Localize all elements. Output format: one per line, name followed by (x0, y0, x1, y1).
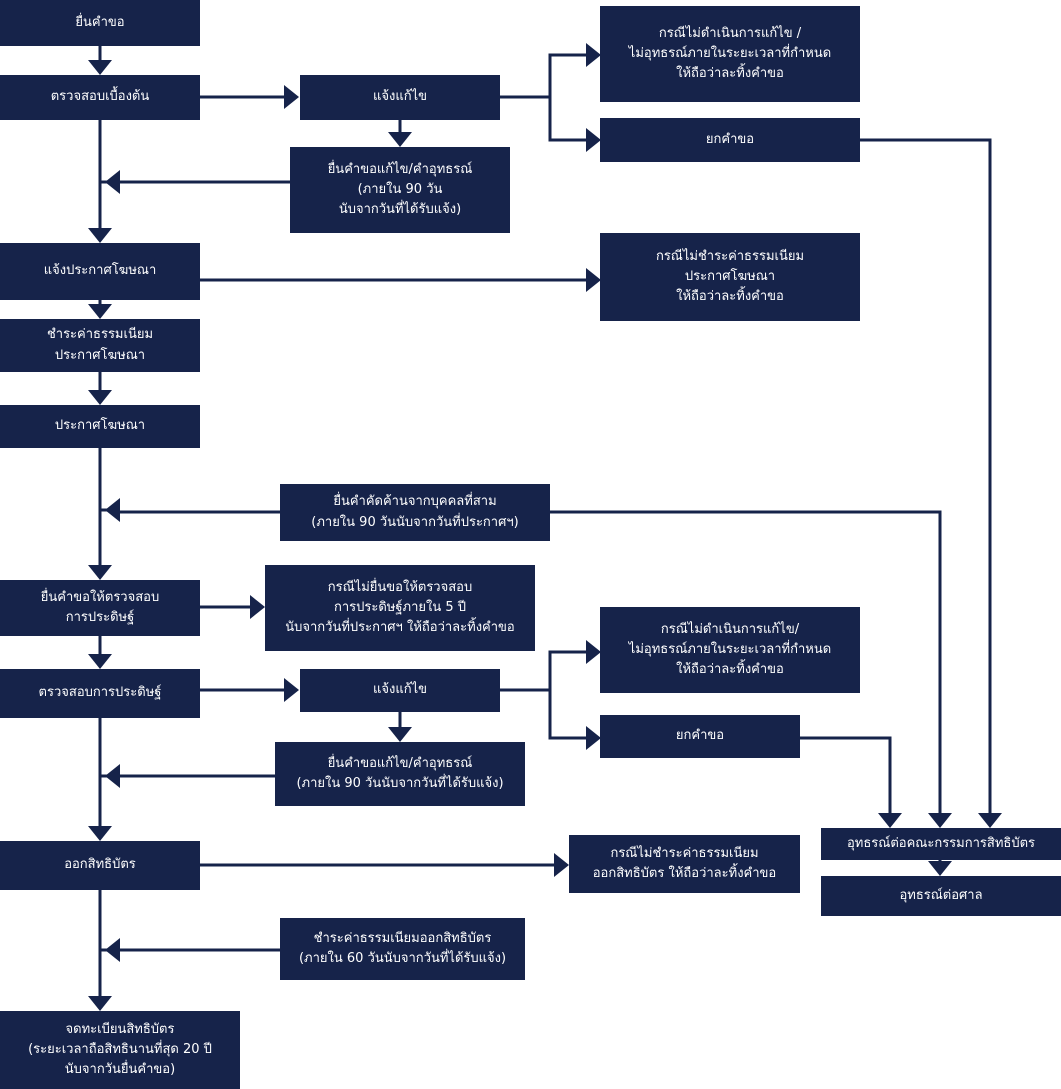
box-line: ชำระค่าธรรมเนียม (46, 327, 154, 343)
box-line: (ภายใน 90 วันนับจากวันที่ประกาศฯ) (311, 514, 519, 530)
box-line: แจ้งแก้ไข (372, 682, 428, 698)
box-line: ยื่นคำขอ (75, 14, 125, 30)
submit-correction-appeal-box-2: ยื่นคำขอแก้ไข/คำอุทธรณ์ (ภายใน 90 วันนับ… (275, 742, 525, 806)
abandon-no-examination-request-box: กรณีไม่ยื่นขอให้ตรวจสอบ การประดิษฐ์ภายใน… (265, 565, 535, 651)
box-line: กรณีไม่ดำเนินการแก้ไข / (658, 25, 802, 41)
box-line: ยกคำขอ (705, 131, 755, 147)
box-line: อุทธรณ์ต่อศาล (899, 887, 983, 903)
abandon-no-correction-box-2: กรณีไม่ดำเนินการแก้ไข/ ไม่อุทธรณ์ภายในระ… (600, 607, 860, 693)
box-line: ไม่อุทธรณ์ภายในระยะเวลาที่กำหนด (628, 641, 832, 657)
box-line: ประกาศโฆษณา (54, 418, 146, 434)
box-line: ประกาศโฆษณา (684, 268, 776, 284)
pay-grant-fee-box: ชำระค่าธรรมเนียมออกสิทธิบัตร (ภายใน 60 ว… (280, 918, 525, 980)
pay-publication-fee-box: ชำระค่าธรรมเนียม ประกาศโฆษณา (0, 319, 200, 372)
reject-application-box-2: ยกคำขอ (600, 715, 800, 758)
box-line: ยื่นคำขอให้ตรวจสอบ (40, 589, 160, 605)
box-line: แจ้งแก้ไข (372, 89, 428, 105)
box-line: กรณีไม่ชำระค่าธรรมเนียม (655, 248, 805, 264)
abandon-no-correction-box-1: กรณีไม่ดำเนินการแก้ไข / ไม่อุทธรณ์ภายในร… (600, 6, 860, 102)
box-line: จดทะเบียนสิทธิบัตร (65, 1021, 175, 1037)
box-line: ไม่อุทธรณ์ภายในระยะเวลาที่กำหนด (628, 45, 832, 61)
box-line: กรณีไม่ดำเนินการแก้ไข/ (660, 621, 800, 637)
box-line: อุทธรณ์ต่อคณะกรรมการสิทธิบัตร (846, 835, 1036, 851)
box-line: ให้ถือว่าละทิ้งคำขอ (676, 289, 784, 305)
box-line: นับจากวันที่ประกาศฯ ให้ถือว่าละทิ้งคำขอ (285, 620, 515, 636)
box-line: ยื่นคำคัดค้านจากบุคคลที่สาม (333, 494, 497, 510)
box-line: ประกาศโฆษณา (54, 347, 146, 363)
submit-correction-appeal-box-1: ยื่นคำขอแก้ไข/คำอุทธรณ์ (ภายใน 90 วัน นั… (290, 147, 510, 233)
notify-correction-box-1: แจ้งแก้ไข (300, 75, 500, 120)
abandon-no-publication-fee-box: กรณีไม่ชำระค่าธรรมเนียม ประกาศโฆษณา ให้ถ… (600, 233, 860, 321)
box-line: ออกสิทธิบัตร (64, 857, 136, 873)
submit-application-box: ยื่นคำขอ (0, 0, 200, 46)
invention-examination-box: ตรวจสอบการประดิษฐ์ (0, 669, 200, 718)
box-line: ออกสิทธิบัตร ให้ถือว่าละทิ้งคำขอ (592, 866, 777, 881)
box-line: นับจากวันที่ได้รับแจ้ง) (338, 202, 462, 218)
box-line: (ภายใน 90 วันนับจากวันที่ได้รับแจ้ง) (296, 776, 504, 791)
box-line: ยื่นคำขอแก้ไข/คำอุทธรณ์ (327, 161, 473, 177)
box-line: ตรวจสอบเบื้องต้น (50, 89, 150, 105)
box-line: ให้ถือว่าละทิ้งคำขอ (676, 662, 784, 678)
box-line: กรณีไม่ยื่นขอให้ตรวจสอบ (327, 579, 473, 595)
third-party-opposition-box: ยื่นคำคัดค้านจากบุคคลที่สาม (ภายใน 90 วั… (280, 484, 550, 541)
patent-registration-box: จดทะเบียนสิทธิบัตร (ระยะเวลาถือสิทธินานท… (0, 1011, 240, 1089)
publication-notice-box: แจ้งประกาศโฆษณา (0, 243, 200, 300)
box-line: การประดิษฐ์ (65, 610, 135, 625)
box-line: แจ้งประกาศโฆษณา (43, 263, 157, 279)
box-line: (ภายใน 90 วัน (357, 181, 443, 197)
abandon-no-grant-fee-box: กรณีไม่ชำระค่าธรรมเนียม ออกสิทธิบัตร ให้… (569, 835, 800, 893)
box-line: ยื่นคำขอแก้ไข/คำอุทธรณ์ (327, 755, 473, 771)
reject-application-box-1: ยกคำขอ (600, 118, 860, 162)
box-line: กรณีไม่ชำระค่าธรรมเนียม (610, 845, 759, 861)
appeal-court-box: อุทธรณ์ต่อศาล (821, 876, 1061, 916)
box-line: นับจากวันยื่นคำขอ) (64, 1062, 176, 1078)
request-examination-box: ยื่นคำขอให้ตรวจสอบ การประดิษฐ์ (0, 580, 200, 636)
box-line: การประดิษฐ์ภายใน 5 ปี (333, 599, 467, 615)
notify-correction-box-2: แจ้งแก้ไข (300, 669, 500, 712)
box-line: (ภายใน 60 วันนับจากวันที่ได้รับแจ้ง) (298, 951, 507, 966)
box-line: ให้ถือว่าละทิ้งคำขอ (676, 66, 784, 82)
publication-box: ประกาศโฆษณา (0, 405, 200, 448)
grant-patent-box: ออกสิทธิบัตร (0, 841, 200, 890)
box-line: (ระยะเวลาถือสิทธินานที่สุด 20 ปี (28, 1041, 212, 1057)
box-line: ชำระค่าธรรมเนียมออกสิทธิบัตร (313, 930, 492, 946)
appeal-patent-board-box: อุทธรณ์ต่อคณะกรรมการสิทธิบัตร (821, 828, 1061, 860)
preliminary-examination-box: ตรวจสอบเบื้องต้น (0, 75, 200, 120)
box-line: ยกคำขอ (675, 728, 725, 744)
box-line: ตรวจสอบการประดิษฐ์ (38, 685, 162, 701)
